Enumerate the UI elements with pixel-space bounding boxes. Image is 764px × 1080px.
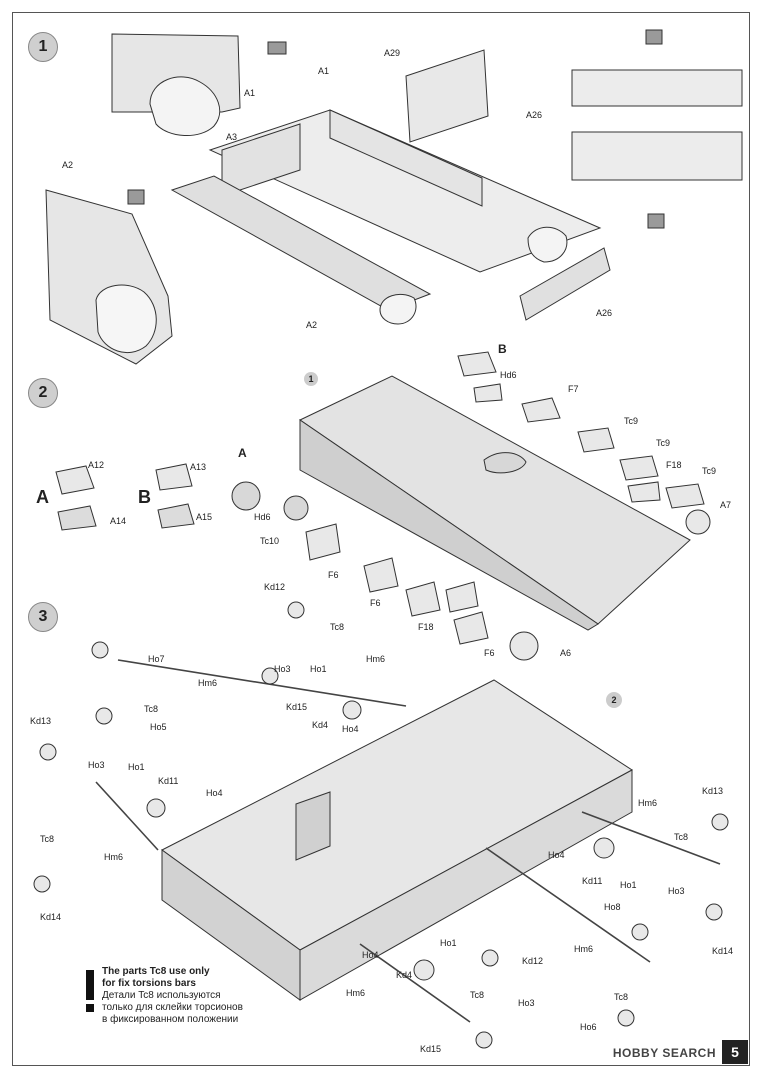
part-label: A — [238, 446, 247, 460]
part-label: A7 — [720, 500, 732, 510]
part-label: 2 — [606, 692, 622, 708]
part-label: Kd11 — [158, 776, 179, 786]
part-label: Ho4 — [206, 788, 223, 798]
part-label: Tc9 — [624, 416, 639, 426]
part-label: Ho1 — [440, 938, 457, 948]
watermark: HOBBY SEARCH — [612, 1046, 716, 1060]
detail-letter-A: A — [36, 487, 49, 507]
part-label: Kd11 — [582, 876, 603, 886]
note-ru-line: в фиксированном положении — [102, 1014, 239, 1025]
part-label: A12 — [88, 460, 105, 470]
part-label: Tc8 — [614, 992, 629, 1002]
part-label: Ho8 — [604, 902, 621, 912]
part-label: Tc8 — [674, 832, 689, 842]
part-label: Tc8 — [40, 834, 55, 844]
part-label: A2 — [306, 320, 318, 330]
part-label: Tc9 — [656, 438, 671, 448]
step-number: 2 — [28, 378, 58, 408]
part-label: Ho3 — [274, 664, 291, 674]
part-label: Ho6 — [580, 1022, 597, 1032]
part-label: A29 — [384, 48, 401, 58]
part-label: Tc10 — [260, 536, 280, 546]
part-label: Ho3 — [88, 760, 105, 770]
torsion-bars-step3 — [95, 659, 721, 1023]
part-label: A2 — [62, 160, 74, 170]
part-label: F7 — [568, 384, 579, 394]
hull-step2 — [299, 375, 691, 631]
part-label: Tc8 — [330, 622, 345, 632]
part-label: F6 — [370, 598, 381, 608]
part-label: Ho1 — [128, 762, 145, 772]
part-label: Hm6 — [638, 798, 658, 808]
part-label: A14 — [110, 516, 127, 526]
part-label: A1 — [318, 66, 330, 76]
part-label: Kd4 — [396, 970, 413, 980]
part-label: Hm6 — [366, 654, 386, 664]
side-plate-A2 — [45, 189, 173, 365]
part-label: Ho1 — [310, 664, 327, 674]
part-label: Kd13 — [702, 786, 724, 796]
part-label: Kd12 — [522, 956, 544, 966]
part-label: Kd14 — [712, 946, 734, 956]
part-label: Ho3 — [668, 886, 685, 896]
part-label: Hm6 — [198, 678, 218, 688]
note-ru-line: только для склейки торсионов — [102, 1002, 243, 1013]
part-label: A1 — [244, 88, 256, 98]
part-label: Kd12 — [264, 582, 286, 592]
part-label: Kd4 — [312, 720, 329, 730]
part-label: A26 — [596, 308, 613, 318]
part-label: Kd15 — [420, 1044, 442, 1054]
part-label: F18 — [666, 460, 682, 470]
part-label: Hm6 — [346, 988, 366, 998]
part-label: Ho1 — [620, 880, 637, 890]
part-label: 1 — [304, 372, 318, 386]
part-label: Ho7 — [148, 654, 165, 664]
part-label: Ho5 — [150, 722, 167, 732]
part-label: F6 — [328, 570, 339, 580]
suspension-arms-step3 — [33, 601, 729, 1049]
part-label: A15 — [196, 512, 213, 522]
part-label: B — [498, 342, 507, 356]
part-label: F18 — [418, 622, 434, 632]
step-number: 3 — [28, 602, 58, 632]
part-label: Hm6 — [104, 852, 124, 862]
part-label: A13 — [190, 462, 207, 472]
part-label: F6 — [484, 648, 495, 658]
part-label: Kd13 — [30, 716, 52, 726]
part-label: Kd15 — [286, 702, 308, 712]
part-label: Hd6 — [500, 370, 517, 380]
hull-floor-step1 — [170, 49, 611, 325]
detail-A-B-step2 — [55, 463, 195, 531]
note-en-line: for fix torsions bars — [102, 978, 196, 989]
step1-inset-detail — [111, 33, 287, 137]
hull-step3 — [161, 679, 633, 1001]
part-label: Ho4 — [362, 950, 379, 960]
warning-icon — [86, 970, 94, 1012]
part-label: Ho3 — [518, 998, 535, 1008]
part-label: Tc8 — [470, 990, 485, 1000]
page-number: 5 — [722, 1040, 748, 1064]
part-label: Hm6 — [574, 944, 594, 954]
page-frame — [12, 12, 750, 1066]
suspension-parts-step2 — [231, 351, 711, 661]
note-en-line: The parts Tc8 use only — [102, 966, 210, 977]
detail-letter-B: B — [138, 487, 151, 507]
part-label: A3 — [226, 132, 238, 142]
tc8-note: The parts Tc8 use only for fix torsions … — [102, 966, 243, 1026]
part-label: Ho4 — [548, 850, 565, 860]
step-number: 1 — [28, 32, 58, 62]
part-label: A26 — [526, 110, 543, 120]
part-label: Tc8 — [144, 704, 159, 714]
part-label: A6 — [560, 648, 572, 658]
rear-plates-A26 — [571, 29, 743, 229]
part-label: Hd6 — [254, 512, 271, 522]
part-label: Kd14 — [40, 912, 62, 922]
note-ru-line: Детали Tc8 используются — [102, 990, 221, 1001]
part-label: Tc9 — [702, 466, 717, 476]
part-label: Ho4 — [342, 724, 359, 734]
